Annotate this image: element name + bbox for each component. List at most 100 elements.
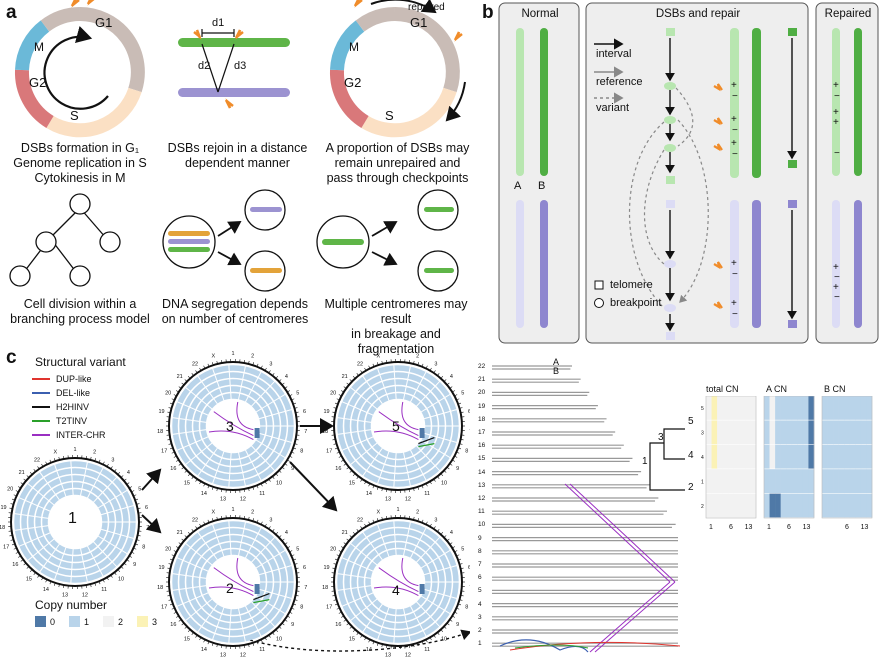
- circos-tick-label: 12: [405, 652, 411, 658]
- panel-letter-c: c: [6, 347, 17, 368]
- circos-tick-label: 20: [165, 546, 171, 552]
- circos-tick-label: 9: [456, 622, 459, 628]
- sign: −: [834, 272, 840, 283]
- phase-s-label: S: [70, 108, 79, 123]
- circos-tick-label: 14: [43, 587, 49, 593]
- legend-breakpoint: breakpoint: [610, 297, 662, 309]
- sign: +: [731, 298, 737, 309]
- chromosome-axis-label: 9: [478, 534, 482, 542]
- heat-cell: [706, 469, 712, 493]
- heat-cell: [802, 420, 809, 445]
- circos-tick-label: 5: [296, 546, 299, 552]
- heat-cell: [855, 420, 862, 445]
- heat-cell: [808, 444, 815, 469]
- phase-g1-label-2: G1: [410, 15, 428, 30]
- circos-tick-label: 4: [450, 374, 453, 380]
- heat-cell: [808, 420, 815, 445]
- circos-tick-label: 7: [304, 429, 307, 435]
- circos-tick-label: 3: [111, 458, 114, 464]
- heat-cell: [860, 493, 867, 518]
- heat-cell: [722, 493, 729, 518]
- circos-tick-label: 2: [251, 510, 254, 516]
- heat-cell: [733, 444, 740, 469]
- circos-tick-label: X: [53, 450, 57, 456]
- heat-cell: [797, 444, 804, 469]
- chrom-label-b: B: [538, 180, 546, 192]
- heat-cell: [849, 444, 856, 469]
- circos-tick-label: 7: [304, 585, 307, 591]
- circos-tick-label: 9: [456, 466, 459, 472]
- sv-swatch: [32, 406, 50, 408]
- heat-cell: [728, 493, 735, 518]
- circos-tick-label: 5: [296, 390, 299, 396]
- heat-cell: [706, 493, 712, 518]
- heat-cell: [808, 396, 815, 420]
- heat-cell: [791, 469, 798, 493]
- circos-tick-label: 11: [424, 491, 430, 497]
- heat-cell: [786, 420, 793, 445]
- sign: −: [834, 292, 840, 303]
- chromosome-axis-label: 10: [478, 521, 486, 529]
- sign: +: [731, 138, 737, 149]
- heat-cell: [866, 493, 873, 518]
- sign: +: [833, 117, 839, 128]
- heat-cell: [833, 493, 839, 518]
- chromosome-axis-label: 11: [478, 508, 485, 516]
- circos-label-3: 3: [226, 418, 234, 434]
- sign: +: [731, 80, 737, 91]
- circos-tick-label: 15: [349, 637, 355, 643]
- circos-tick-label: 14: [201, 491, 207, 497]
- heat-cell: [775, 444, 781, 469]
- heat-cell: [838, 420, 845, 445]
- heat-cell: [838, 444, 845, 469]
- circos-tick-label: 8: [465, 448, 468, 454]
- cn-swatch: [103, 616, 115, 627]
- circos-tick-label: 3: [269, 518, 272, 524]
- heat-cell: [791, 420, 798, 445]
- heat-cell: [711, 469, 718, 493]
- circos-tick-label: 4: [285, 530, 288, 536]
- circos-tick-label: 1: [231, 351, 234, 357]
- heat-cell: [764, 493, 770, 518]
- circos-tick-label: 12: [240, 496, 246, 502]
- circos-tick-label: 13: [220, 652, 226, 658]
- sign: −: [732, 309, 738, 320]
- circos-tick-label: 4: [127, 470, 130, 476]
- circos-tick-label: 18: [322, 585, 328, 591]
- circos-tick-label: X: [376, 354, 380, 360]
- circos-tick-label: 6: [303, 409, 306, 415]
- circos-tick-label: 14: [366, 647, 372, 653]
- circos-tick-label: 20: [330, 390, 336, 396]
- heat-cell: [706, 396, 712, 420]
- heat-cell: [844, 396, 851, 420]
- circos-tick-label: 18: [157, 585, 163, 591]
- heat-cell: [827, 420, 834, 445]
- cell-cycle-diagram-2: [329, 0, 466, 138]
- heat-cell: [786, 469, 793, 493]
- circos-tick-label: 4: [285, 374, 288, 380]
- circos-tick-label: 2: [416, 510, 419, 516]
- panel-letter-b: b: [482, 2, 494, 23]
- circos-tick-label: 19: [0, 505, 6, 511]
- panel-letter-a: a: [6, 2, 17, 23]
- circos-tick-label: 15: [26, 577, 32, 583]
- heat-cell: [827, 469, 834, 493]
- heat-cell: [780, 444, 787, 469]
- chromosome-axis-label: 5: [478, 587, 482, 595]
- sign: −: [732, 91, 738, 102]
- heatmap-title-a: A CN: [766, 384, 788, 394]
- circos-tick-label: 6: [145, 505, 148, 511]
- heat-cell: [744, 469, 751, 493]
- heat-cell: [866, 469, 873, 493]
- circos-tick-label: 6: [468, 565, 470, 571]
- heat-cell: [833, 420, 839, 445]
- heat-cell: [739, 420, 746, 445]
- circos-tick-label: 13: [62, 592, 68, 598]
- heat-cell: [822, 493, 828, 518]
